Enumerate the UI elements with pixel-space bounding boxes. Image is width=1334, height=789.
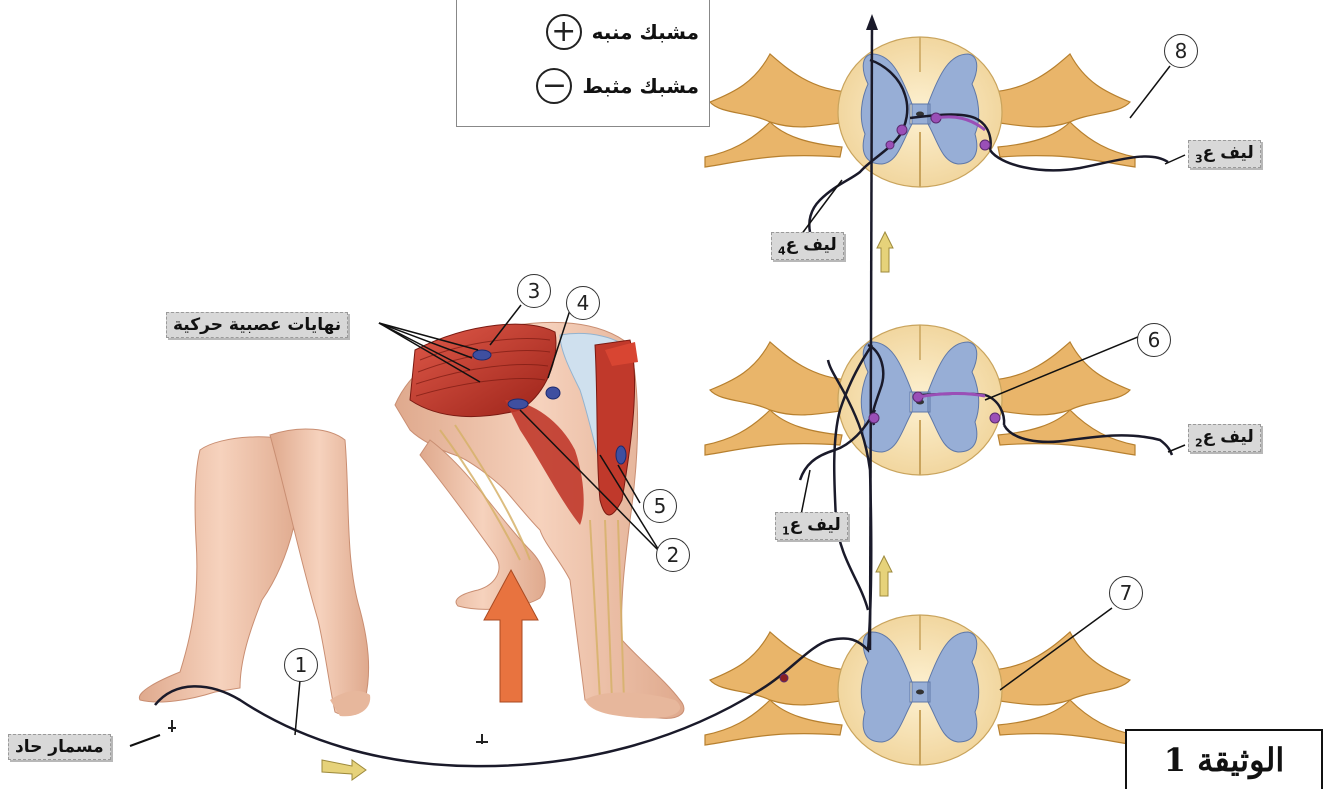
- fiber-1-index: 1: [782, 524, 790, 537]
- fiber-2-prefix: ليف ع: [1203, 427, 1254, 447]
- right-ganglion: [990, 54, 1130, 127]
- legend-inhibitory-label: مشبك مثبط: [582, 74, 699, 98]
- callout-3: 3: [517, 274, 551, 308]
- document-title: الوثيقة 1: [1125, 729, 1323, 789]
- legend-excitatory: مشبك منبه +: [546, 14, 699, 50]
- callout-4: 4: [566, 286, 600, 320]
- callout-1: 1: [284, 648, 318, 682]
- right-ventral-root: [998, 410, 1135, 455]
- plus-icon: +: [546, 14, 582, 50]
- nail-pointer-line: [130, 735, 160, 746]
- legend-excitatory-label: مشبك منبه: [592, 20, 699, 44]
- fiber-2-index: 2: [1195, 436, 1203, 449]
- fiber-3-index: 3: [1195, 152, 1203, 165]
- nerve-direction-arrow: [322, 760, 366, 780]
- ascending-arrowhead: [866, 14, 878, 30]
- left-ganglion: [710, 632, 850, 705]
- synapse-legend: مشبك منبه + مشبك مثبط −: [456, 0, 710, 127]
- fiber-4-prefix: ليف ع: [786, 235, 837, 255]
- fiber-3-prefix: ليف ع: [1203, 143, 1254, 163]
- fiber-1-prefix: ليف ع: [790, 515, 841, 535]
- nail-mark-2: [476, 734, 488, 744]
- callout-7: 7: [1109, 576, 1143, 610]
- right-ventral-root: [998, 700, 1135, 745]
- sharp-nail-label: مسمار حاد: [8, 734, 111, 760]
- left-ventral-root: [705, 700, 842, 745]
- fiber-2-label: ليف ع2: [1188, 424, 1261, 452]
- callout-5: 5: [643, 489, 677, 523]
- callout-2: 2: [656, 538, 690, 572]
- ascending-arrow-upper: [877, 232, 893, 272]
- left-ganglion: [710, 54, 850, 127]
- left-ganglion: [710, 342, 850, 415]
- standing-leg: [139, 429, 370, 716]
- callout-8: 8: [1164, 34, 1198, 68]
- right-ganglion: [990, 632, 1130, 705]
- spinal-section-top: [705, 37, 1135, 187]
- fiber-1-label: ليف ع1: [775, 512, 848, 540]
- ascending-arrow-lower: [876, 556, 892, 596]
- motor-endings-label: نهايات عصبية حركية: [166, 312, 348, 338]
- legend-inhibitory: مشبك مثبط −: [536, 68, 699, 104]
- minus-icon: −: [536, 68, 572, 104]
- fiber-4-label: ليف ع4: [771, 232, 844, 260]
- nail-mark: [168, 720, 176, 732]
- central-canal: [916, 690, 924, 695]
- left-ventral-root: [705, 122, 842, 167]
- right-ganglion: [990, 342, 1130, 415]
- fiber-3-label: ليف ع3: [1188, 140, 1261, 168]
- fiber-4-index: 4: [778, 244, 786, 257]
- callout-6: 6: [1137, 323, 1171, 357]
- left-ventral-root: [705, 410, 842, 455]
